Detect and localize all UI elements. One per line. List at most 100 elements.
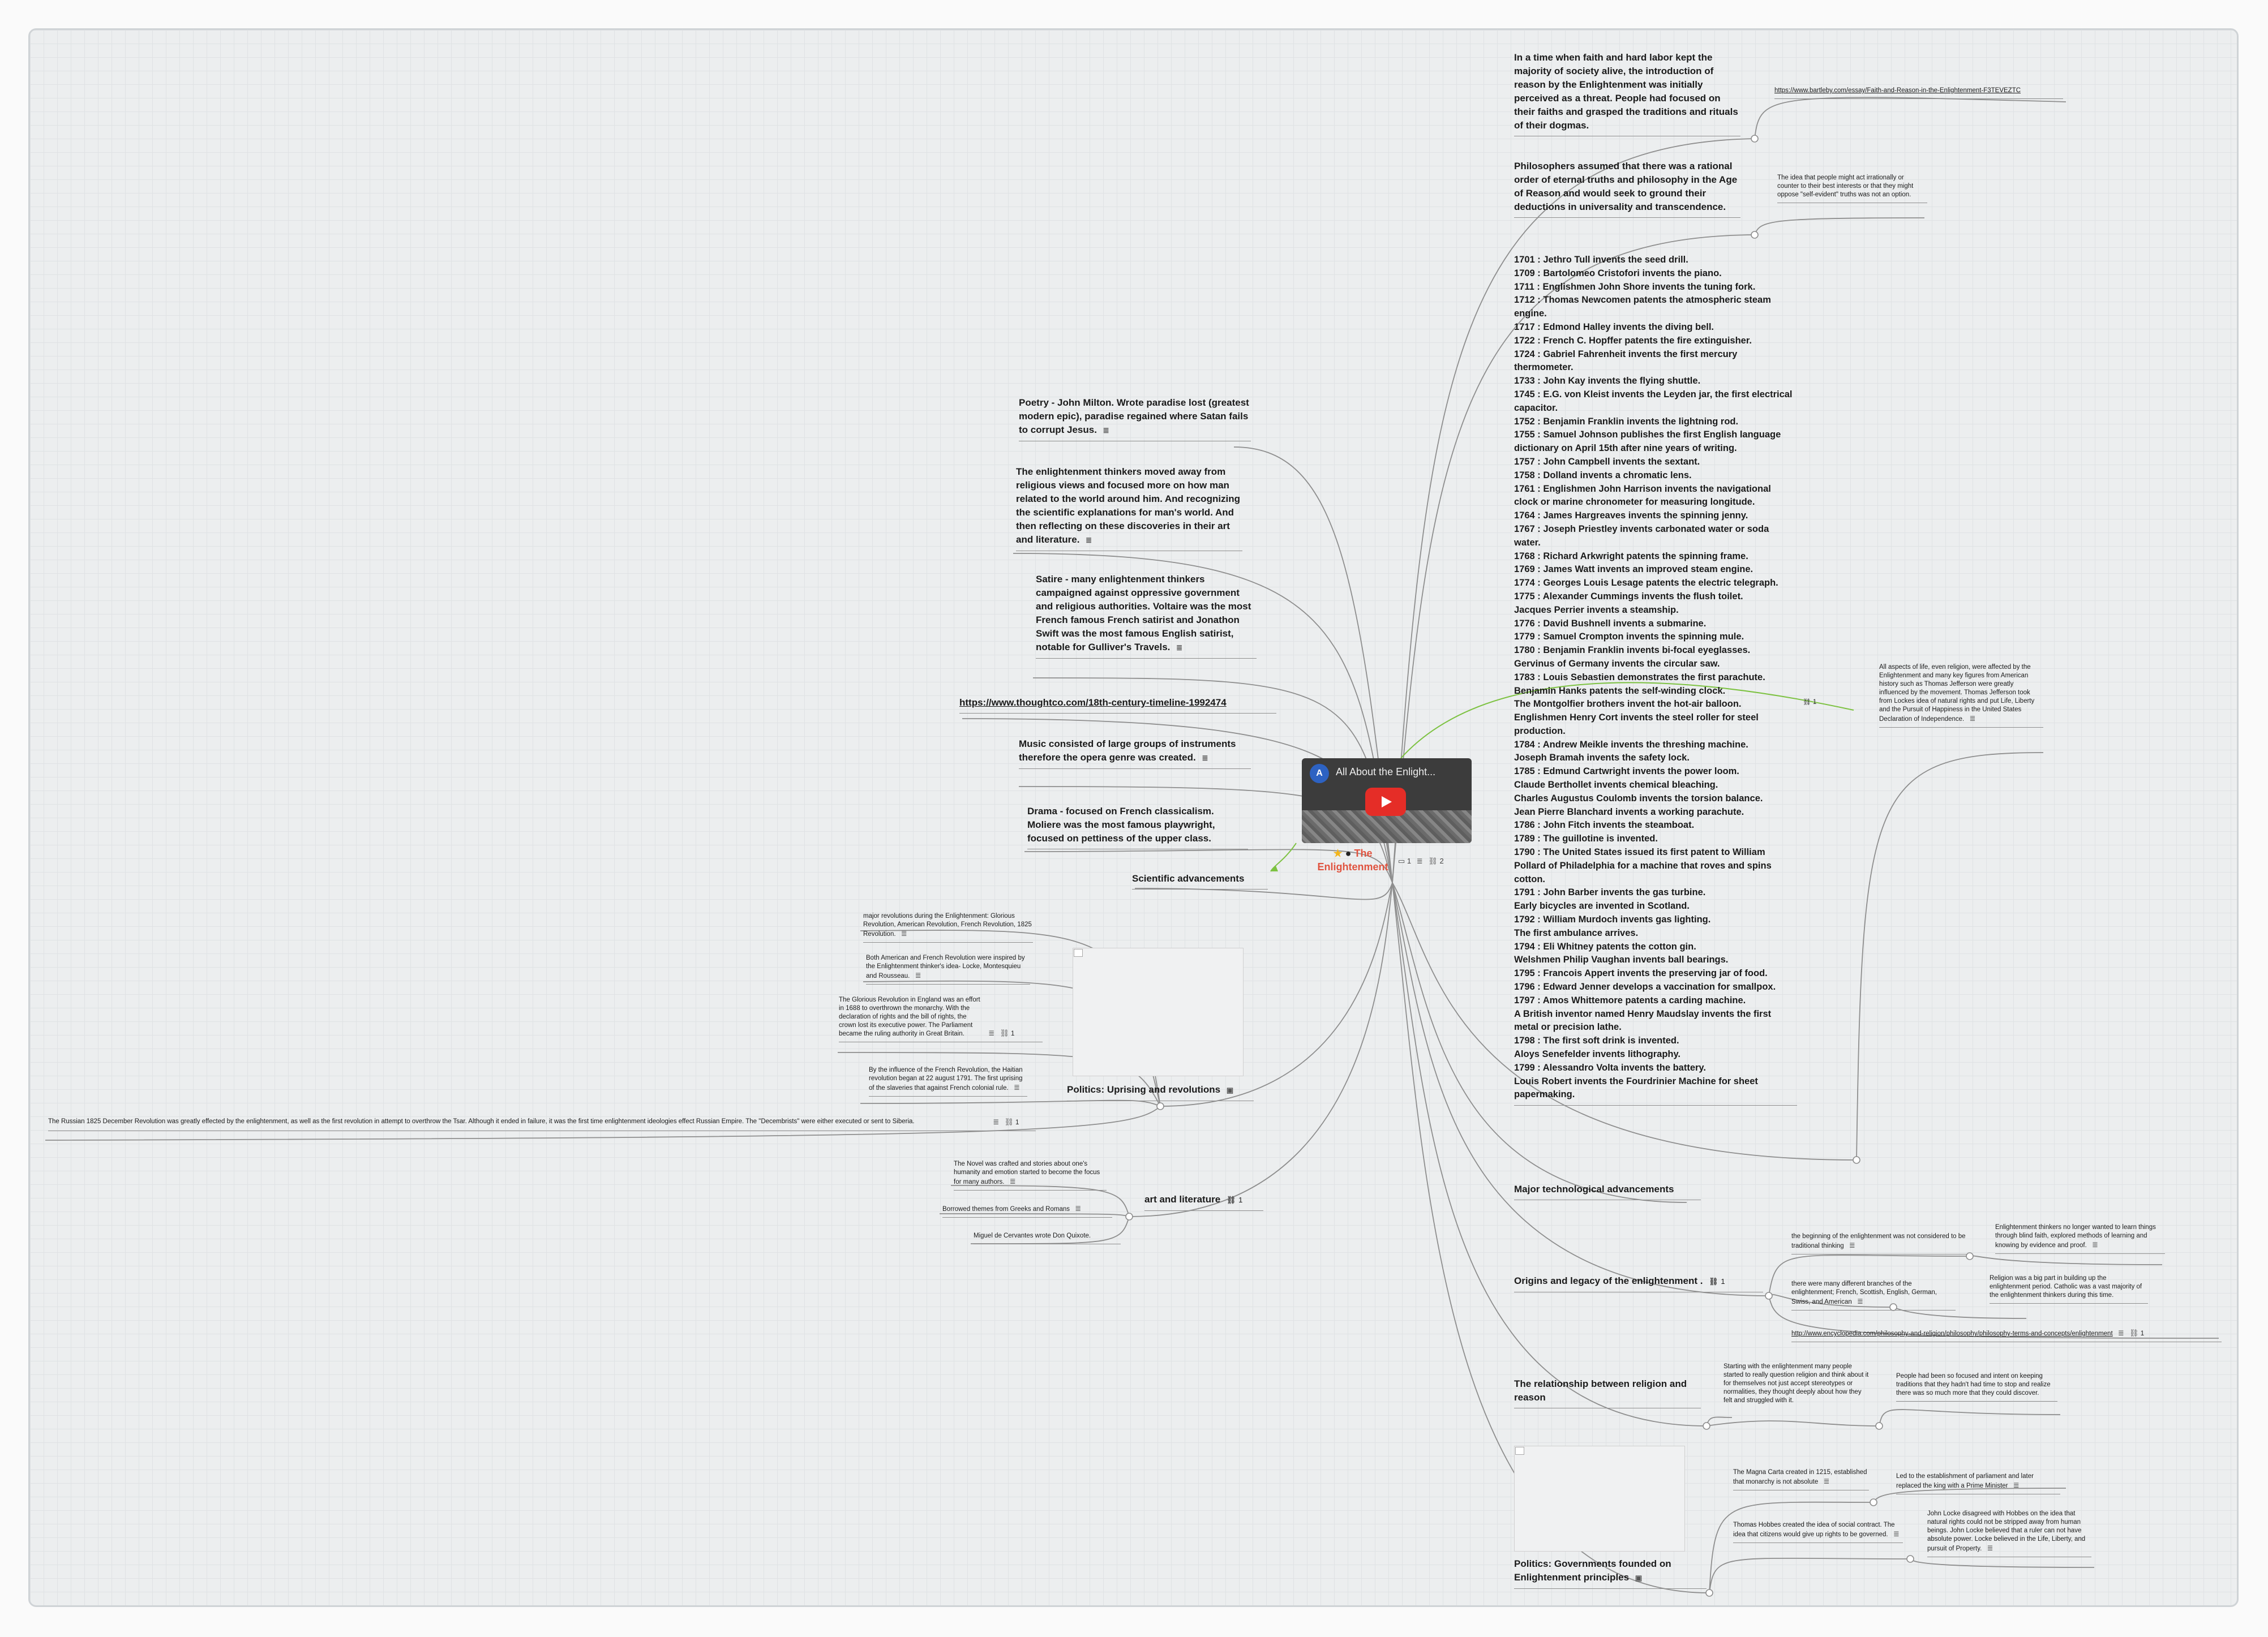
note-icon[interactable]: ≣ bbox=[1969, 714, 1976, 723]
link-icon[interactable]: ⛓ bbox=[2129, 1329, 2139, 1337]
connector bbox=[1873, 1488, 2067, 1503]
topic-text: Both American and French Revolution were… bbox=[866, 955, 1025, 979]
note-icon[interactable]: ≣ bbox=[1202, 754, 1208, 762]
topic-philosophers-child[interactable]: The idea that people might act irrationa… bbox=[1777, 174, 1927, 203]
link-count: 1 bbox=[1721, 1277, 1725, 1286]
topic-origins-c3[interactable]: http://www.encyclopedia.com/philosophy-a… bbox=[1791, 1329, 2222, 1342]
hyperlink[interactable]: https://www.thoughtco.com/18th-century-t… bbox=[959, 697, 1227, 708]
topic-poetry[interactable]: Poetry - John Milton. Wrote paradise los… bbox=[1019, 396, 1251, 441]
topic-thinkers[interactable]: The enlightenment thinkers moved away fr… bbox=[1016, 465, 1242, 551]
topic-major-tech[interactable]: Major technological advancements bbox=[1514, 1183, 1701, 1200]
note-icon[interactable]: ≣ bbox=[1987, 1544, 1993, 1552]
branch-dot bbox=[1156, 1102, 1164, 1110]
connector bbox=[1754, 217, 1925, 235]
topic-governments[interactable]: Politics: Governments founded on Enlight… bbox=[1514, 1557, 1707, 1589]
note-icon[interactable]: ≣ bbox=[1009, 1177, 1016, 1185]
note-icon[interactable]: ≣ bbox=[901, 929, 907, 938]
topic-politics-uprising[interactable]: Politics: Uprising and revolutions ▣ bbox=[1067, 1083, 1254, 1101]
topic-politics-c2[interactable]: Both American and French Revolution were… bbox=[866, 954, 1030, 985]
topic-gov-c2[interactable]: Thomas Hobbes created the idea of social… bbox=[1733, 1521, 1903, 1543]
topic-text: Satire - many enlightenment thinkers cam… bbox=[1036, 574, 1251, 652]
note-icon[interactable]: ≣ bbox=[993, 1118, 1000, 1126]
note-icon[interactable]: ≣ bbox=[915, 971, 921, 979]
topic-faith-reason[interactable]: In a time when faith and hard labor kept… bbox=[1514, 51, 1740, 136]
connector bbox=[1910, 1558, 2095, 1568]
image-icon[interactable]: ▣ bbox=[1226, 1086, 1234, 1094]
image-placeholder[interactable] bbox=[1073, 948, 1244, 1076]
link-icon[interactable]: ⛓ bbox=[1226, 1196, 1236, 1204]
note-icon[interactable]: ≣ bbox=[2117, 1329, 2124, 1337]
topic-text: Enlightenment thinkers no longer wanted … bbox=[1995, 1224, 2156, 1249]
video-thumbnail[interactable]: A All About the Enlight... bbox=[1302, 758, 1472, 843]
note-icon[interactable]: ≣ bbox=[988, 1029, 995, 1037]
topic-origins-c2a[interactable]: Religion was a big part in building up t… bbox=[1990, 1274, 2148, 1304]
note-icon[interactable]: ≣ bbox=[1176, 643, 1183, 652]
link-icon[interactable]: ⛓ bbox=[1000, 1029, 1009, 1037]
topic-politics-c5[interactable]: The Russian 1825 December Revolution was… bbox=[48, 1118, 1036, 1131]
topic-invention-timeline[interactable]: 1701 : Jethro Tull invents the seed dril… bbox=[1514, 254, 1797, 1106]
note-icon[interactable]: ≣ bbox=[1857, 1297, 1863, 1305]
link-icon[interactable]: ⛓ bbox=[1004, 1118, 1014, 1126]
topic-satire[interactable]: Satire - many enlightenment thinkers cam… bbox=[1036, 573, 1257, 659]
note-icon[interactable]: ≣ bbox=[1075, 1204, 1082, 1213]
root-title-line2: Enlightenment bbox=[1317, 861, 1388, 873]
image-icon[interactable]: ▣ bbox=[1635, 1574, 1643, 1582]
topic-politics-c4[interactable]: By the influence of the French Revolutio… bbox=[869, 1066, 1027, 1097]
topic-politics-c1[interactable]: major revolutions during the Enlightenme… bbox=[863, 912, 1033, 943]
topic-music[interactable]: Music consisted of large groups of instr… bbox=[1019, 737, 1251, 769]
connector bbox=[1392, 138, 1755, 883]
topic-gov-c1a[interactable]: Led to the establishment of parliament a… bbox=[1896, 1472, 2060, 1494]
topic-philosophers[interactable]: Philosophers assumed that there was a ra… bbox=[1514, 160, 1740, 218]
hyperlink[interactable]: http://www.encyclopedia.com/philosophy-a… bbox=[1791, 1330, 2113, 1337]
topic-gov-c1[interactable]: The Magna Carta created in 1215, establi… bbox=[1733, 1468, 1869, 1490]
link-count: 1 bbox=[2140, 1330, 2145, 1337]
link-icon: ⛓ bbox=[1803, 699, 1811, 706]
note-icon[interactable]: ≣ bbox=[1849, 1241, 1855, 1249]
topic-drama[interactable]: Drama - focused on French classicalism. … bbox=[1027, 805, 1248, 849]
note-icon[interactable]: ≣ bbox=[2091, 1240, 2098, 1249]
mindmap-canvas[interactable] bbox=[28, 28, 2239, 1607]
topic-origins-legacy[interactable]: Origins and legacy of the enlightenment … bbox=[1514, 1274, 1763, 1292]
topic-art-c2[interactable]: Borrowed themes from Greeks and Romans ≣ bbox=[942, 1204, 1112, 1218]
note-icon[interactable]: ≣ bbox=[1823, 1477, 1830, 1485]
hyperlink[interactable]: https://www.bartleby.com/essay/Faith-and… bbox=[1774, 87, 2021, 94]
note-icon[interactable]: ≣ bbox=[2013, 1481, 2020, 1489]
topic-art-c1[interactable]: The Novel was crafted and stories about … bbox=[954, 1160, 1107, 1191]
topic-scientific-advancements[interactable]: Scientific advancements bbox=[1132, 872, 1268, 890]
topic-faith-link[interactable]: https://www.bartleby.com/essay/Faith-and… bbox=[1774, 87, 2063, 99]
connector bbox=[1392, 882, 1769, 1296]
root-topic[interactable]: ★ ● The Enlightenment bbox=[1305, 847, 1401, 874]
topic-origins-c1a[interactable]: Enlightenment thinkers no longer wanted … bbox=[1995, 1223, 2165, 1254]
comment-icon[interactable]: ▭ bbox=[1398, 857, 1405, 865]
link-count: 1 bbox=[1812, 699, 1817, 706]
topic-religion-c1[interactable]: Starting with the enlightenment many peo… bbox=[1723, 1363, 1871, 1405]
topic-origins-c1[interactable]: the beginning of the enlightenment was n… bbox=[1791, 1232, 1967, 1254]
note-icon[interactable]: ≣ bbox=[1416, 857, 1423, 865]
timeline-link-badge[interactable]: ⛓ 1 bbox=[1803, 698, 1816, 707]
link-icon[interactable]: ⛓ bbox=[1709, 1277, 1718, 1286]
topic-gov-c2a[interactable]: John Locke disagreed with Hobbes on the … bbox=[1927, 1510, 2091, 1557]
connector bbox=[1768, 1295, 2219, 1339]
image-placeholder[interactable] bbox=[1514, 1446, 1685, 1552]
topic-text: Major technological advancements bbox=[1514, 1184, 1674, 1195]
topic-text: Origins and legacy of the enlightenment … bbox=[1514, 1275, 1703, 1286]
topic-timeline-url[interactable]: https://www.thoughtco.com/18th-century-t… bbox=[959, 696, 1276, 714]
topic-politics-c3[interactable]: The Glorious Revolution in England was a… bbox=[839, 996, 1043, 1042]
topic-art-literature[interactable]: art and literature ⛓ 1 bbox=[1144, 1193, 1263, 1211]
play-button[interactable] bbox=[1365, 788, 1406, 816]
broken-image-icon bbox=[1074, 949, 1083, 957]
topic-art-c3[interactable]: Miguel de Cervantes wrote Don Quixote. bbox=[974, 1232, 1121, 1244]
topic-origins-c2[interactable]: there were many different branches of th… bbox=[1791, 1280, 1956, 1311]
link-icon[interactable]: ⛓ bbox=[1428, 857, 1438, 865]
topic-religion-c1a[interactable]: People had been so focused and intent on… bbox=[1896, 1372, 2057, 1402]
link-count: 2 bbox=[1439, 857, 1444, 865]
note-icon[interactable]: ≣ bbox=[1893, 1529, 1900, 1538]
topic-religion-reason[interactable]: The relationship between religion and re… bbox=[1514, 1377, 1701, 1408]
connector bbox=[1754, 97, 2067, 139]
note-icon[interactable]: ≣ bbox=[1013, 1083, 1020, 1092]
note-icon[interactable]: ≣ bbox=[1086, 536, 1092, 544]
connector bbox=[1233, 446, 1393, 883]
note-icon[interactable]: ≣ bbox=[1103, 426, 1109, 435]
topic-timeline-child[interactable]: All aspects of life, even religion, were… bbox=[1879, 663, 2043, 728]
topic-text: 1701 : Jethro Tull invents the seed dril… bbox=[1514, 255, 1793, 1100]
